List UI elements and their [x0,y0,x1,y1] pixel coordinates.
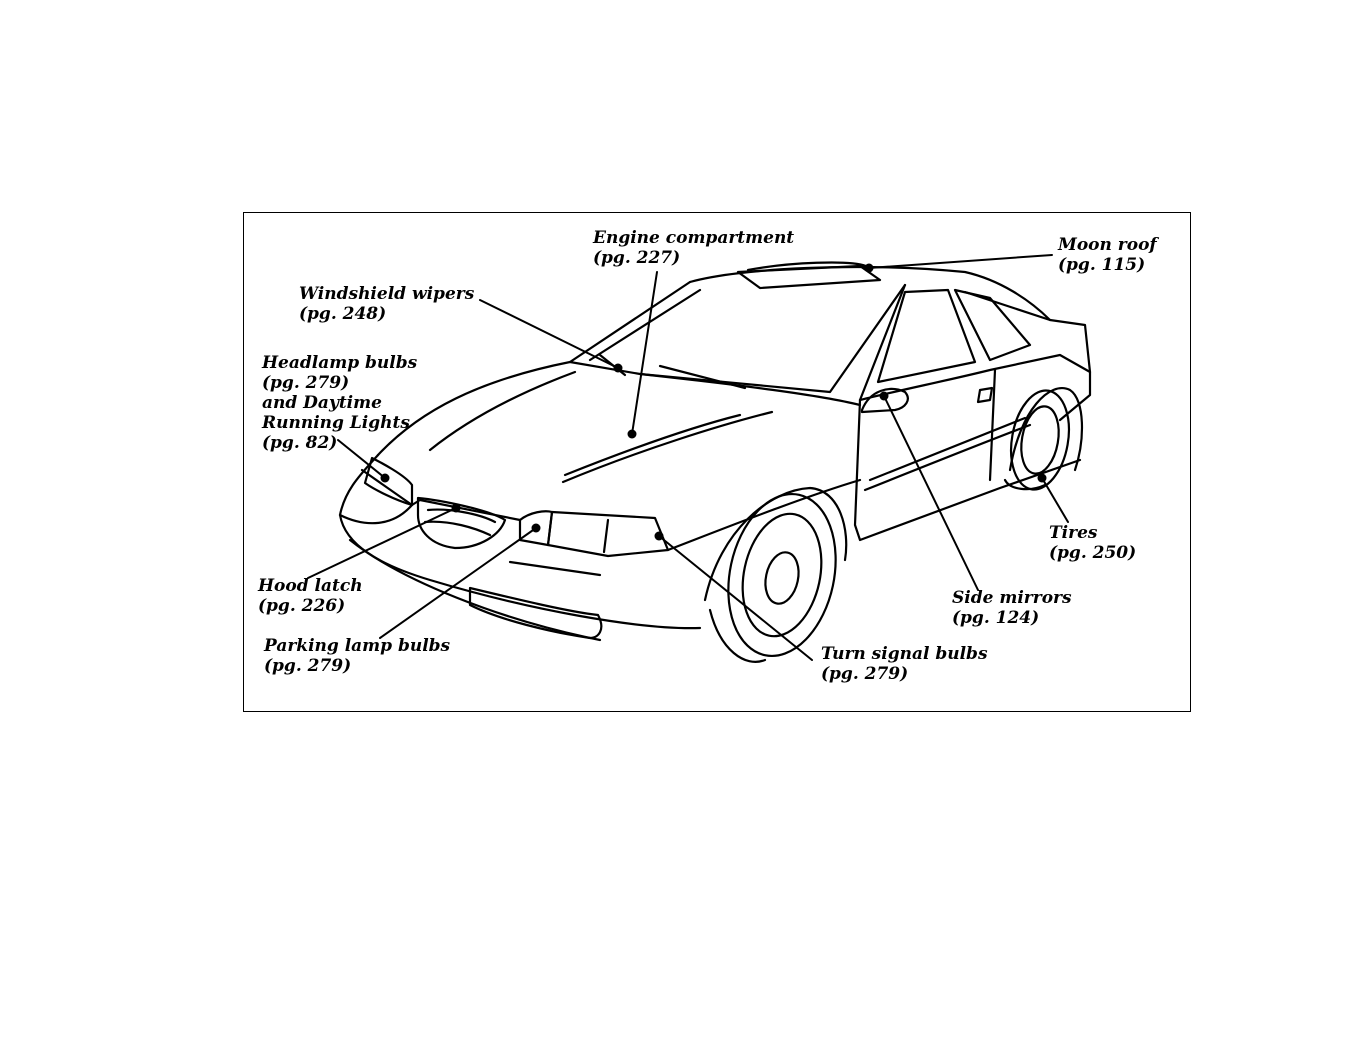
label-parking-name: Parking lamp bulbs [264,636,450,656]
label-moon-roof: Moon roof (pg. 115) [1058,235,1157,275]
dot-headlamp [381,474,390,483]
leader-moonroof [869,255,1052,268]
label-turnsignal-page: (pg. 279) [821,664,988,684]
label-hoodlatch-name: Hood latch [258,576,363,596]
label-engine-name: Engine compartment [593,228,794,248]
label-tires: Tires (pg. 250) [1049,523,1136,563]
label-side-mirrors: Side mirrors (pg. 124) [952,588,1072,628]
leader-wipers [480,300,618,368]
label-hood-latch: Hood latch (pg. 226) [258,576,363,616]
label-parking-page: (pg. 279) [264,656,450,676]
label-tires-name: Tires [1049,523,1136,543]
label-headlamp-line3: and Daytime [262,393,417,413]
dot-tires [1038,474,1047,483]
label-headlamp-line1: Headlamp bulbs [262,353,417,373]
label-tires-page: (pg. 250) [1049,543,1136,563]
label-headlamp-line5: (pg. 82) [262,433,417,453]
callout-dots [381,264,1047,541]
label-headlamp-line4: Running Lights [262,413,417,433]
label-moonroof-name: Moon roof [1058,235,1157,255]
label-windshield-wipers: Windshield wipers (pg. 248) [299,284,474,324]
label-headlamp-line2: (pg. 279) [262,373,417,393]
leader-engine [632,272,657,434]
label-turnsignal-name: Turn signal bulbs [821,644,988,664]
dot-wipers [614,364,623,373]
leader-mirrors [884,396,978,590]
label-turn-signal-bulbs: Turn signal bulbs (pg. 279) [821,644,988,684]
dot-hoodlatch [452,504,461,513]
leader-hoodlatch [308,508,456,578]
label-hoodlatch-page: (pg. 226) [258,596,363,616]
label-mirrors-page: (pg. 124) [952,608,1072,628]
label-wipers-page: (pg. 248) [299,304,474,324]
dot-turnsignal [655,532,664,541]
dot-moonroof [865,264,874,273]
dot-engine [628,430,637,439]
label-mirrors-name: Side mirrors [952,588,1072,608]
label-moonroof-page: (pg. 115) [1058,255,1157,275]
dot-parking [532,524,541,533]
label-parking-lamp-bulbs: Parking lamp bulbs (pg. 279) [264,636,450,676]
label-wipers-name: Windshield wipers [299,284,474,304]
label-engine-page: (pg. 227) [593,248,794,268]
leader-tires [1042,478,1068,522]
label-headlamp-bulbs: Headlamp bulbs (pg. 279) and Daytime Run… [262,353,417,453]
dot-mirrors [880,392,889,401]
label-engine-compartment: Engine compartment (pg. 227) [593,228,794,268]
